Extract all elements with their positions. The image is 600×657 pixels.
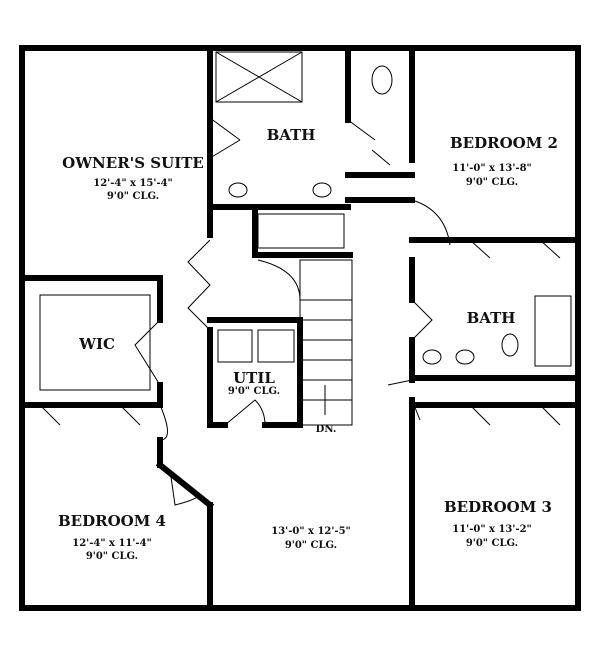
bedroom4-size: 12'-4" x 11'-4" xyxy=(72,538,152,549)
bedroom4-ceiling: 9'0" CLG. xyxy=(86,551,138,562)
bedroom3-name: BEDROOM 3 xyxy=(444,498,552,516)
bedroom2-ceiling: 9'0" CLG. xyxy=(466,177,518,188)
fixtures xyxy=(39,51,572,391)
loft-ceiling: 9'0" CLG. xyxy=(285,540,337,551)
owner-bath-name: BATH xyxy=(267,126,316,144)
doors xyxy=(39,117,561,506)
bedroom3-size: 11'-0" x 13'-2" xyxy=(452,524,532,535)
owners-suite-size: 12'-4" x 15'-4" xyxy=(93,178,173,189)
owners-suite-ceiling: 9'0" CLG. xyxy=(107,191,159,202)
stairs xyxy=(257,259,353,426)
util-name: UTIL xyxy=(233,369,275,387)
bedroom2-size: 11'-0" x 13'-8" xyxy=(452,163,532,174)
util-ceiling: 9'0" CLG. xyxy=(228,386,280,397)
bedroom2-name: BEDROOM 2 xyxy=(450,134,558,152)
stairs-down-label: DN. xyxy=(316,424,337,435)
wic-name: WIC xyxy=(78,335,115,353)
bath2-name: BATH xyxy=(467,309,516,327)
bedroom3-ceiling: 9'0" CLG. xyxy=(466,538,518,549)
loft-size: 13'-0" x 12'-5" xyxy=(271,526,351,537)
bedroom4-name: BEDROOM 4 xyxy=(58,512,166,530)
owners-suite-name: OWNER'S SUITE xyxy=(62,154,204,172)
